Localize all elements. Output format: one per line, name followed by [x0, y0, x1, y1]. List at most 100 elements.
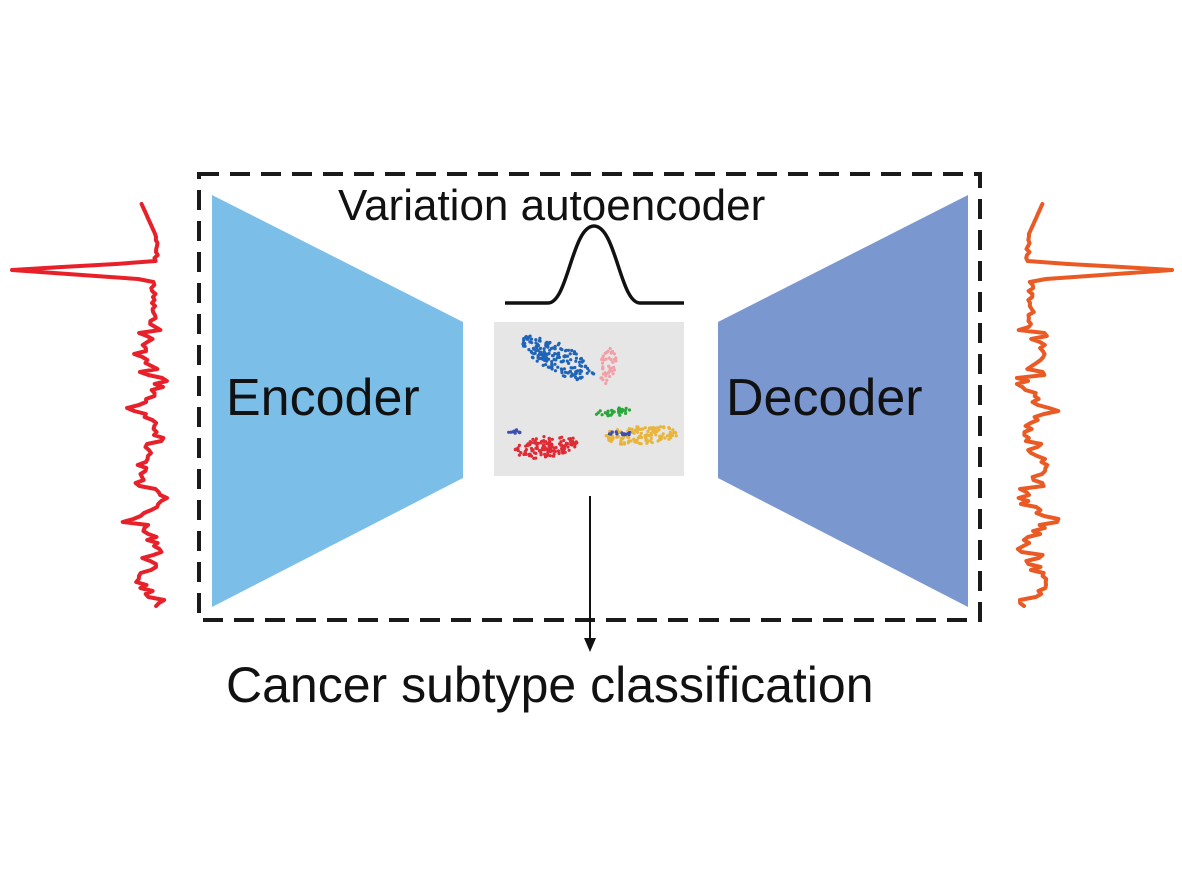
- latent-point-cluster-3: [659, 437, 663, 441]
- latent-point-cluster-3: [672, 431, 676, 435]
- latent-point-cluster-6: [620, 431, 624, 435]
- latent-point-cluster-2: [618, 413, 622, 417]
- latent-point-cluster-5: [507, 430, 511, 434]
- latent-point-cluster-0: [527, 348, 531, 352]
- latent-point-cluster-0: [550, 360, 554, 364]
- latent-point-cluster-0: [539, 356, 543, 360]
- latent-point-cluster-4: [548, 454, 553, 458]
- latent-point-cluster-3: [665, 434, 670, 438]
- latent-point-cluster-4: [560, 435, 564, 439]
- latent-point-cluster-1: [601, 378, 605, 382]
- latent-point-cluster-3: [609, 436, 614, 440]
- latent-point-cluster-0: [565, 354, 570, 358]
- latent-point-cluster-3: [619, 439, 623, 443]
- latent-point-cluster-2: [612, 410, 616, 414]
- latent-point-cluster-4: [517, 443, 522, 447]
- latent-point-cluster-0: [522, 338, 526, 342]
- latent-point-cluster-3: [627, 439, 631, 443]
- latent-point-cluster-3: [645, 441, 649, 445]
- latent-point-cluster-0: [585, 371, 589, 375]
- latent-point-cluster-0: [574, 356, 579, 360]
- latent-point-cluster-0: [545, 356, 549, 360]
- latent-point-cluster-0: [554, 358, 558, 362]
- latent-point-cluster-0: [571, 373, 575, 377]
- latent-point-cluster-0: [538, 353, 542, 357]
- latent-point-cluster-4: [547, 443, 551, 447]
- latent-point-cluster-0: [563, 354, 567, 358]
- latent-point-cluster-3: [619, 436, 623, 441]
- latent-point-cluster-0: [568, 370, 572, 374]
- latent-point-cluster-5: [514, 429, 518, 433]
- latent-point-cluster-0: [583, 365, 587, 369]
- latent-point-cluster-0: [546, 365, 551, 369]
- latent-point-cluster-0: [555, 352, 559, 356]
- latent-point-cluster-0: [550, 354, 555, 358]
- latent-point-cluster-4: [550, 437, 554, 441]
- latent-point-cluster-4: [570, 442, 574, 446]
- latent-point-cluster-4: [567, 437, 571, 441]
- latent-point-cluster-1: [607, 364, 611, 368]
- latent-point-cluster-4: [552, 446, 557, 450]
- latent-point-cluster-0: [578, 363, 582, 368]
- latent-point-cluster-1: [605, 350, 609, 354]
- latent-point-cluster-4: [542, 443, 546, 447]
- decoder-label: Decoder: [726, 369, 923, 427]
- latent-point-cluster-3: [668, 433, 673, 437]
- latent-point-cluster-4: [516, 449, 520, 453]
- latent-point-cluster-4: [543, 452, 547, 456]
- latent-point-cluster-3: [627, 427, 632, 431]
- latent-point-cluster-0: [547, 341, 551, 345]
- diagram-title: Variation autoencoder: [338, 181, 766, 230]
- latent-point-cluster-0: [543, 358, 547, 362]
- latent-point-cluster-0: [560, 371, 564, 375]
- latent-point-cluster-4: [566, 445, 570, 449]
- latent-point-cluster-3: [661, 432, 665, 436]
- latent-point-cluster-3: [671, 428, 675, 432]
- latent-point-cluster-3: [632, 437, 636, 441]
- latent-point-cluster-2: [627, 408, 632, 412]
- latent-point-cluster-3: [654, 433, 658, 437]
- latent-point-cluster-1: [614, 356, 618, 360]
- latent-point-cluster-2: [600, 413, 604, 417]
- latent-point-cluster-0: [544, 363, 548, 367]
- latent-point-cluster-3: [635, 426, 639, 430]
- classification-arrow-head: [584, 638, 596, 652]
- latent-point-cluster-0: [561, 374, 566, 378]
- latent-point-cluster-0: [566, 348, 571, 352]
- latent-point-cluster-4: [531, 437, 535, 441]
- latent-point-cluster-3: [618, 442, 623, 446]
- latent-point-cluster-0: [572, 350, 577, 354]
- latent-point-cluster-2: [624, 411, 628, 415]
- gaussian-curve: [505, 224, 684, 305]
- latent-point-cluster-3: [649, 427, 654, 431]
- latent-point-cluster-1: [605, 378, 609, 382]
- latent-point-cluster-0: [544, 353, 548, 358]
- latent-point-cluster-4: [559, 443, 563, 447]
- latent-point-cluster-3: [649, 436, 653, 440]
- latent-point-cluster-4: [532, 456, 536, 460]
- latent-point-cluster-1: [611, 360, 615, 364]
- latent-point-cluster-0: [526, 336, 531, 340]
- latent-point-cluster-3: [608, 429, 612, 433]
- latent-point-cluster-3: [638, 434, 642, 438]
- latent-point-cluster-4: [529, 446, 534, 451]
- latent-point-cluster-2: [607, 413, 611, 418]
- latent-point-cluster-0: [534, 349, 538, 353]
- latent-point-cluster-3: [668, 430, 672, 434]
- latent-point-cluster-0: [531, 356, 535, 360]
- latent-point-cluster-2: [620, 407, 624, 411]
- latent-point-cluster-3: [652, 429, 656, 433]
- latent-point-cluster-0: [568, 352, 572, 356]
- latent-point-cluster-0: [550, 367, 554, 371]
- latent-point-cluster-3: [643, 426, 647, 430]
- latent-point-cluster-3: [646, 429, 650, 434]
- latent-point-cluster-2: [598, 409, 602, 413]
- latent-point-cluster-4: [561, 451, 565, 455]
- latent-point-cluster-6: [623, 432, 627, 436]
- latent-point-cluster-0: [535, 345, 539, 350]
- latent-point-cluster-0: [539, 350, 543, 354]
- latent-point-cluster-4: [571, 436, 575, 440]
- latent-point-cluster-4: [548, 449, 553, 454]
- latent-point-cluster-3: [657, 428, 661, 432]
